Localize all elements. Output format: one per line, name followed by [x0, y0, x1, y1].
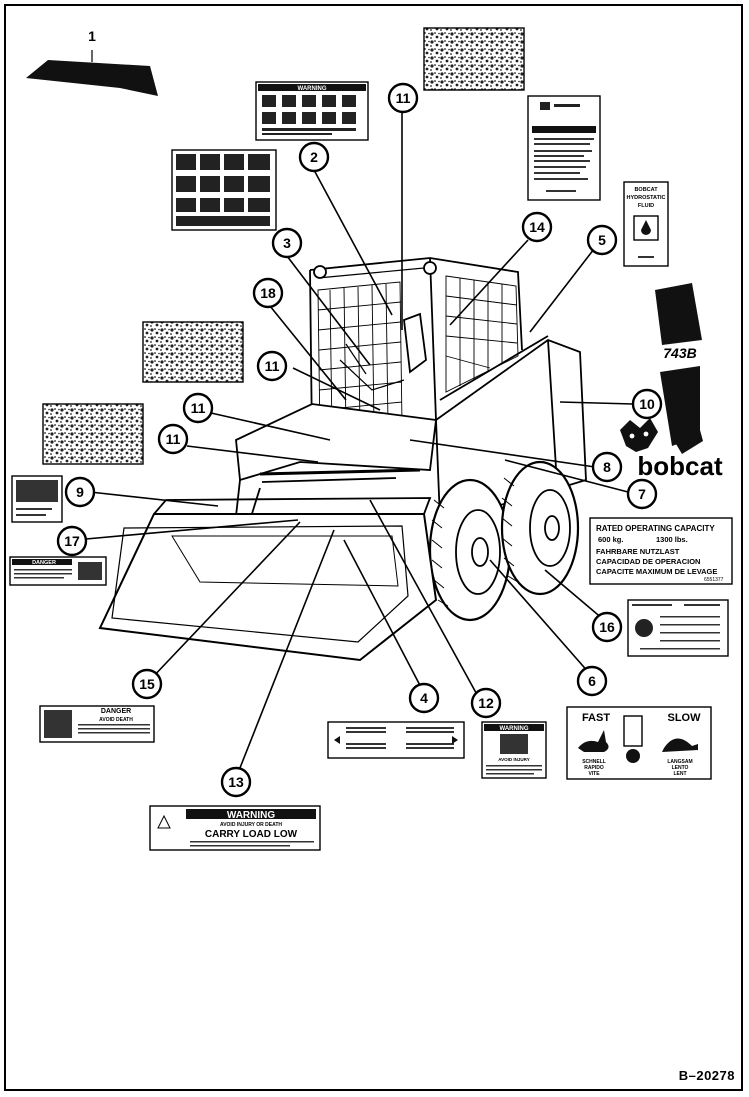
callout-4: 4 [408, 682, 440, 714]
decal-model-stripes: 743B [655, 283, 703, 454]
turtle-icon [662, 738, 698, 752]
svg-text:3: 3 [283, 235, 291, 251]
svg-text:6: 6 [588, 673, 596, 689]
svg-text:SLOW: SLOW [668, 712, 702, 724]
model-label: 743B [663, 345, 696, 361]
svg-text:1: 1 [88, 28, 96, 44]
svg-text:FAHRBARE NUTZLAST: FAHRBARE NUTZLAST [596, 547, 680, 556]
svg-text:LENTO: LENTO [672, 765, 689, 771]
svg-text:VITE: VITE [588, 771, 600, 777]
svg-text:600 kg.: 600 kg. [598, 535, 623, 544]
rabbit-icon [578, 730, 609, 752]
svg-text:AVOID INJURY: AVOID INJURY [498, 757, 530, 762]
callout-11a: 11 [387, 82, 419, 114]
svg-text:LENT: LENT [673, 771, 686, 777]
callout-11d: 11 [157, 423, 189, 455]
svg-text:2: 2 [310, 149, 318, 165]
svg-text:HYDROSTATIC: HYDROSTATIC [627, 195, 666, 201]
warning-top-title: WARNING [298, 86, 327, 92]
decal-danger: DANGER AVOID DEATH [39, 705, 155, 743]
callout-1: 1 [88, 28, 96, 44]
brand-wordmark: bobcat [637, 451, 723, 481]
callout-9: 9 [64, 476, 96, 508]
callout-2: 2 [298, 141, 330, 173]
svg-text:8: 8 [603, 459, 611, 475]
svg-text:18: 18 [260, 285, 276, 301]
decal-speed-fast-slow: FAST SLOW SCHNELL RAPIDO VITE LANGSAM LE… [566, 706, 712, 780]
svg-text:13: 13 [228, 774, 244, 790]
callout-14: 14 [521, 211, 553, 243]
svg-text:RAPIDO: RAPIDO [584, 765, 604, 771]
svg-text:AVOID INJURY OR DEATH: AVOID INJURY OR DEATH [220, 822, 282, 828]
drawing-frame [4, 4, 743, 1091]
svg-text:CARRY LOAD LOW: CARRY LOAD LOW [205, 829, 298, 840]
svg-text:CAPACITE MAXIMUM DE LEVAGE: CAPACITE MAXIMUM DE LEVAGE [596, 567, 717, 576]
svg-text:DANGER: DANGER [101, 708, 131, 715]
decal-carry-load-low: WARNING AVOID INJURY OR DEATH CARRY LOAD… [149, 805, 321, 851]
svg-text:FLUID: FLUID [638, 203, 654, 209]
svg-text:DANGER: DANGER [32, 560, 56, 566]
svg-text:LANGSAM: LANGSAM [667, 759, 692, 765]
drawing-number: B–20278 [678, 1068, 735, 1083]
svg-text:FAST: FAST [582, 712, 610, 724]
svg-text:4: 4 [420, 690, 428, 706]
svg-text:14: 14 [529, 219, 545, 235]
decal-hydrostatic-fluid: BOBCAT HYDROSTATIC FLUID [623, 181, 669, 267]
callout-5: 5 [586, 224, 618, 256]
svg-text:10: 10 [639, 396, 655, 412]
callout-13: 13 [220, 766, 252, 798]
decal-bobcat-logo: bobcat [620, 418, 723, 481]
svg-text:11: 11 [166, 431, 181, 447]
decal-multilingual [327, 721, 465, 759]
callout-15: 15 [131, 668, 163, 700]
svg-text:11: 11 [265, 358, 280, 374]
svg-text:15: 15 [139, 676, 155, 692]
svg-text:7: 7 [638, 486, 646, 502]
callout-17: 17 [56, 525, 88, 557]
decal-textured-top [423, 27, 525, 91]
svg-text:11: 11 [396, 90, 411, 106]
callout-18: 18 [252, 277, 284, 309]
svg-text:WARNING: WARNING [500, 726, 529, 732]
svg-text:12: 12 [478, 695, 494, 711]
callout-6: 6 [576, 665, 608, 697]
callout-11b: 11 [256, 350, 288, 382]
svg-text:16: 16 [599, 619, 615, 635]
decal-danger-small: DANGER [9, 556, 107, 586]
leader-lines [85, 111, 634, 779]
svg-text:WARNING: WARNING [227, 810, 276, 821]
svg-text:BOBCAT: BOBCAT [634, 187, 658, 193]
decal-floor-strip [26, 50, 158, 96]
callout-16: 16 [591, 611, 623, 643]
svg-text:RATED OPERATING CAPACITY: RATED OPERATING CAPACITY [596, 524, 715, 533]
decal-operator-notice [527, 95, 601, 201]
decal-textured-left [42, 403, 144, 465]
svg-text:11: 11 [191, 400, 206, 416]
svg-text:CAPACIDAD DE OPERACION: CAPACIDAD DE OPERACION [596, 557, 700, 566]
callout-8: 8 [591, 451, 623, 483]
decal-instruction-right [627, 599, 729, 657]
decal-left-pictogram [11, 475, 63, 523]
decal-warning-mid: WARNING AVOID INJURY [481, 721, 547, 779]
svg-text:1300 lbs.: 1300 lbs. [656, 535, 688, 544]
callout-11c: 11 [182, 392, 214, 424]
decal-pictogram-sheet [171, 149, 277, 231]
svg-text:SCHNELL: SCHNELL [582, 759, 606, 765]
callout-10: 10 [631, 388, 663, 420]
svg-text:AVOID DEATH: AVOID DEATH [99, 717, 133, 723]
loader-drawing [98, 257, 587, 662]
svg-text:5: 5 [598, 232, 606, 248]
callout-12: 12 [470, 687, 502, 719]
decal-rated-capacity: RATED OPERATING CAPACITY 600 kg. 1300 lb… [589, 517, 733, 585]
decal-textured-mid [142, 321, 244, 383]
decal-warning-pictograms: WARNING [255, 81, 369, 141]
callout-7: 7 [626, 478, 658, 510]
svg-text:17: 17 [64, 533, 80, 549]
callout-3: 3 [271, 227, 303, 259]
svg-text:9: 9 [76, 484, 84, 500]
svg-text:6551377: 6551377 [704, 577, 724, 583]
